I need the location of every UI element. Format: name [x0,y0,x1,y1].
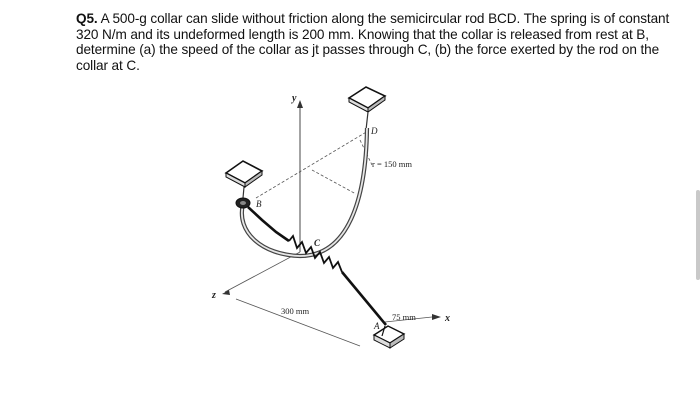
x-arrowhead [432,314,441,320]
dimension-300-label: 300 mm [281,306,309,316]
semicircular-rod-highlight [240,127,368,257]
anchor-block-a [372,325,406,349]
support-plate-b [224,160,264,188]
semicircular-rod [239,127,370,259]
y-axis [297,100,303,252]
dimension-75-label: 75 mm [392,312,416,322]
question-number: Q5. [76,11,98,26]
radius-label: r = 150 mm [372,159,412,169]
spring [247,206,388,326]
point-d-label: D [370,126,378,136]
base-lines [224,251,433,347]
construction-lines [255,130,373,199]
axis-z-label: z [211,290,216,301]
vertical-scrollbar[interactable] [696,190,700,280]
support-plate-d [347,86,387,113]
question-body: A 500-g collar can slide without frictio… [76,11,670,73]
collar [235,197,251,209]
point-a-label: A [373,321,380,331]
point-c-label: C [314,238,321,248]
z-arrowhead [222,290,230,295]
axis-y-label: y [291,93,297,104]
axis-x-label: x [444,313,450,324]
rod-b-stem [242,186,245,199]
point-b-label: B [256,199,262,209]
question-text-block: Q5. A 500-g collar can slide without fri… [76,11,676,73]
rod-d-stem [365,111,369,131]
